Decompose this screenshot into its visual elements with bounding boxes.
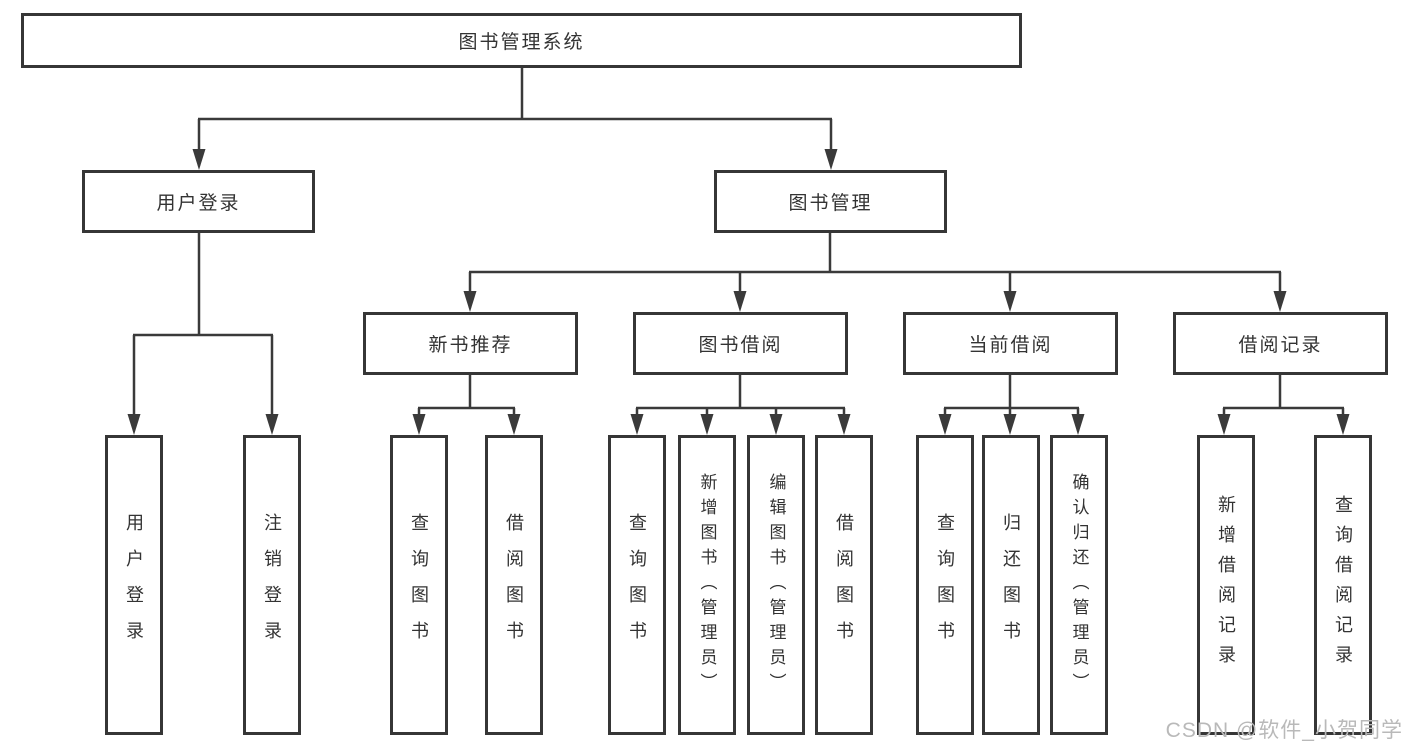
node-new-book-recommendation-label: 新书推荐 — [428, 335, 513, 356]
node-current-borrowing-label: 当前借阅 — [968, 335, 1053, 356]
node-book-management-label: 图书管理 — [788, 193, 873, 214]
node-leaf-logout-label: 注销登录 — [262, 513, 282, 657]
node-leaf-query-books-borrowing-label: 查询图书 — [627, 513, 647, 657]
node-leaf-add-books-admin-label: 新增图书（管理员） — [697, 472, 717, 698]
node-leaf-query-borrow-record: 查询借阅记录 — [1314, 435, 1372, 735]
node-leaf-user-login-label: 用户登录 — [124, 513, 144, 657]
node-leaf-edit-books-admin-label: 编辑图书（管理员） — [766, 472, 786, 698]
node-leaf-borrow-books-recommend: 借阅图书 — [485, 435, 543, 735]
node-leaf-edit-books-admin: 编辑图书（管理员） — [747, 435, 805, 735]
node-borrowing-records-label: 借阅记录 — [1238, 335, 1323, 356]
node-current-borrowing: 当前借阅 — [903, 312, 1118, 375]
node-leaf-borrow-books-recommend-label: 借阅图书 — [504, 513, 524, 657]
node-new-book-recommendation: 新书推荐 — [363, 312, 578, 375]
node-leaf-query-books-recommend-label: 查询图书 — [409, 513, 429, 657]
node-leaf-confirm-return-admin: 确认归还（管理员） — [1050, 435, 1108, 735]
node-leaf-add-books-admin: 新增图书（管理员） — [678, 435, 736, 735]
node-leaf-confirm-return-admin-label: 确认归还（管理员） — [1069, 472, 1089, 698]
node-leaf-add-borrow-record-label: 新增借阅记录 — [1216, 495, 1236, 675]
node-leaf-add-borrow-record: 新增借阅记录 — [1197, 435, 1255, 735]
node-book-borrowing: 图书借阅 — [633, 312, 848, 375]
node-leaf-return-books-label: 归还图书 — [1001, 513, 1021, 657]
node-leaf-user-login: 用户登录 — [105, 435, 163, 735]
node-root-label: 图书管理系统 — [458, 32, 585, 53]
node-leaf-borrow-books-borrowing-label: 借阅图书 — [834, 513, 854, 657]
watermark: CSDN @软件_小贺同学 — [1165, 719, 1403, 742]
node-leaf-logout: 注销登录 — [243, 435, 301, 735]
node-root: 图书管理系统 — [21, 13, 1022, 68]
node-leaf-borrow-books-borrowing: 借阅图书 — [815, 435, 873, 735]
node-leaf-query-books-borrowing: 查询图书 — [608, 435, 666, 735]
node-leaf-query-books-recommend: 查询图书 — [390, 435, 448, 735]
node-leaf-query-borrow-record-label: 查询借阅记录 — [1333, 495, 1353, 675]
node-leaf-query-books-current-label: 查询图书 — [935, 513, 955, 657]
node-book-management: 图书管理 — [714, 170, 947, 233]
node-leaf-query-books-current: 查询图书 — [916, 435, 974, 735]
node-user-login-label: 用户登录 — [156, 193, 241, 214]
node-user-login: 用户登录 — [82, 170, 315, 233]
node-borrowing-records: 借阅记录 — [1173, 312, 1388, 375]
node-leaf-return-books: 归还图书 — [982, 435, 1040, 735]
node-book-borrowing-label: 图书借阅 — [698, 335, 783, 356]
